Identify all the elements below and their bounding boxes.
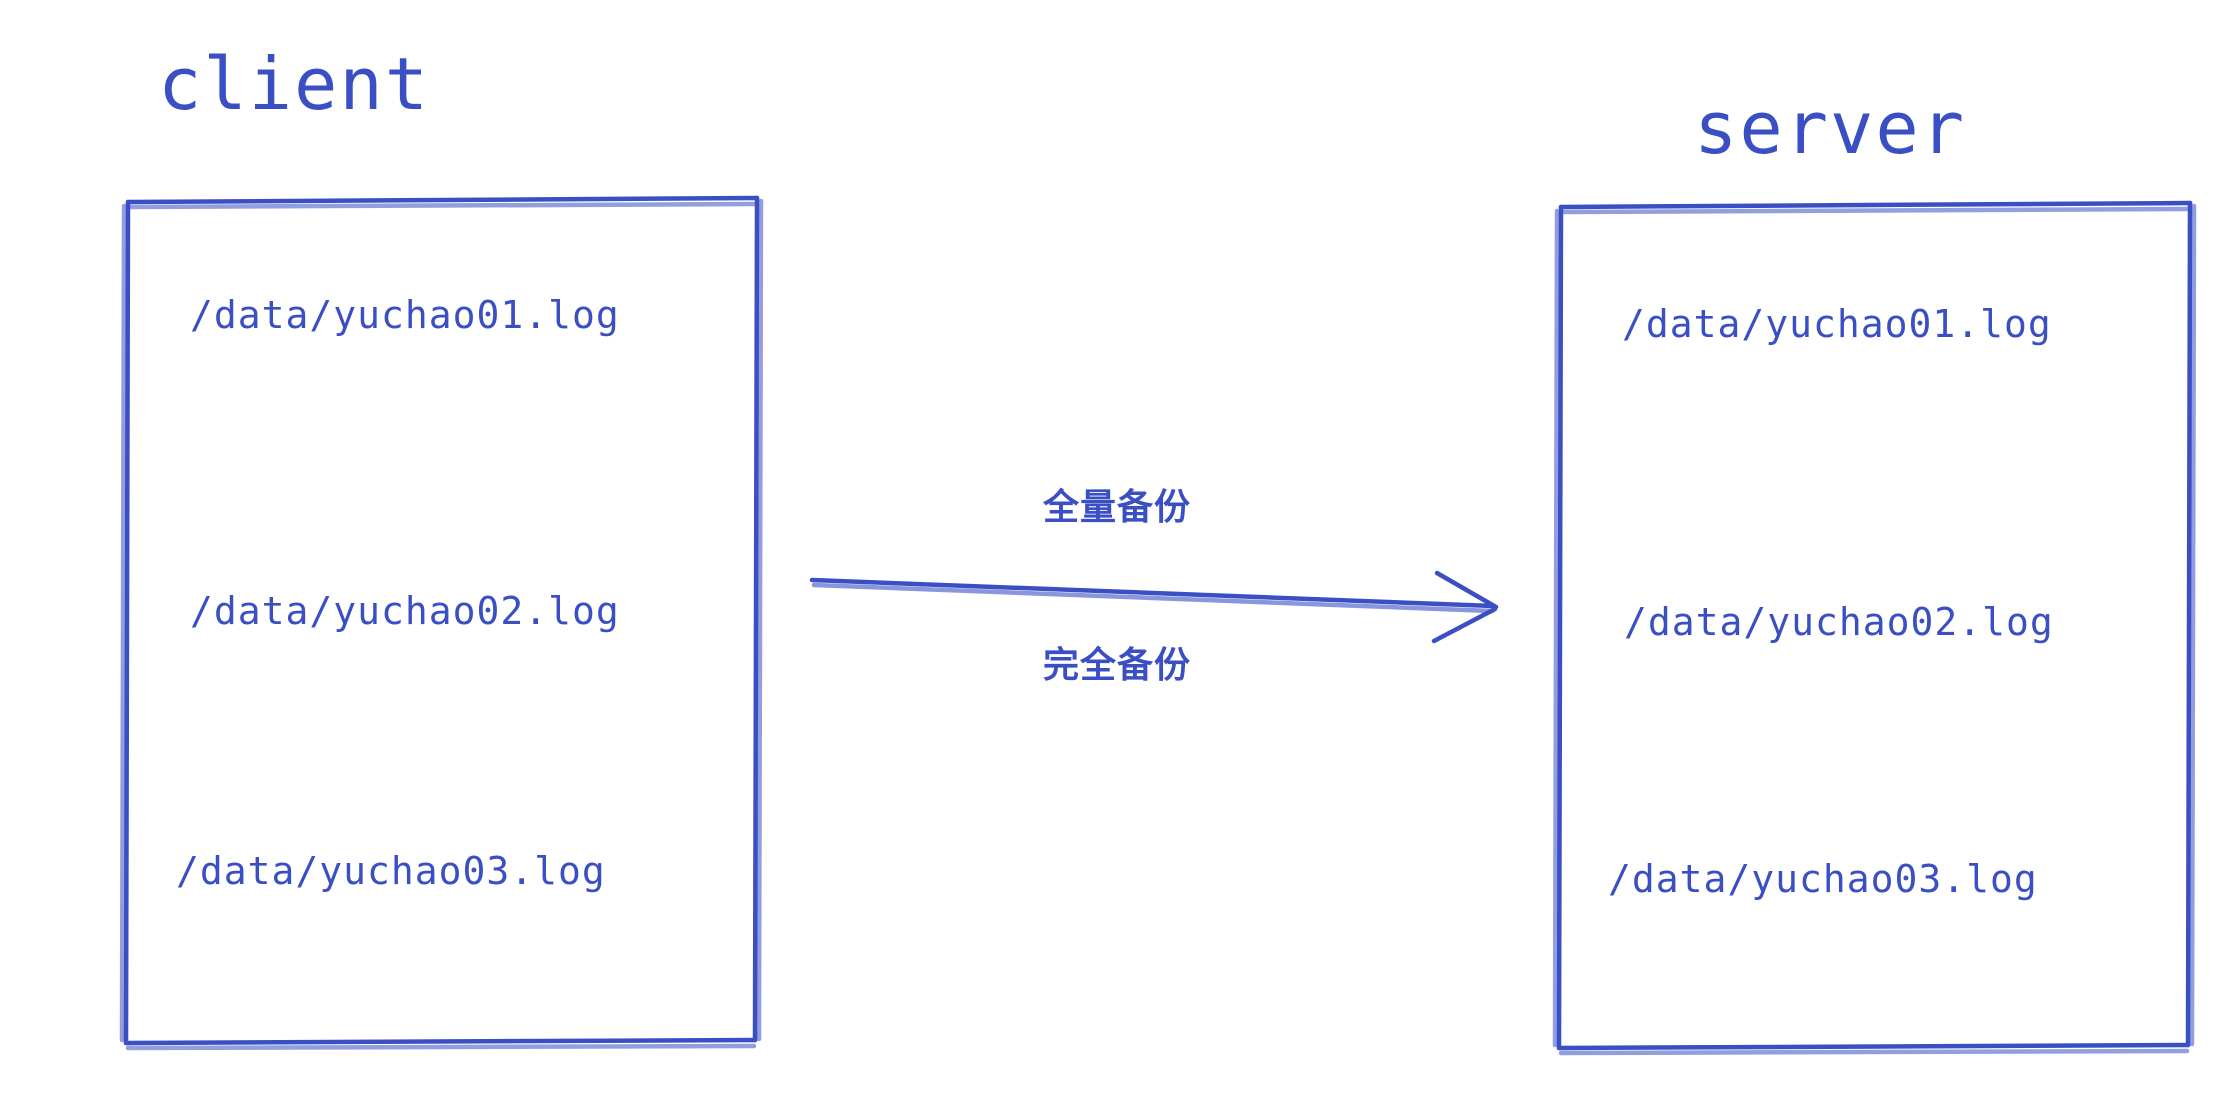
client-file-item: /data/yuchao03.log [176, 849, 606, 893]
server-file-item: /data/yuchao01.log [1622, 302, 2052, 346]
client-file-item: /data/yuchao02.log [190, 589, 620, 633]
arrow-label-full-backup: 全量备份 [1043, 487, 1192, 528]
arrow-label-complete-backup: 完全备份 [1043, 645, 1192, 686]
client-node-title: client [158, 42, 431, 126]
server-file-item: /data/yuchao03.log [1608, 857, 2038, 901]
transfer-arrow-stroke [809, 570, 1499, 644]
server-file-item: /data/yuchao02.log [1624, 600, 2054, 644]
server-node-title: server [1694, 86, 1967, 170]
client-file-item: /data/yuchao01.log [190, 293, 620, 337]
